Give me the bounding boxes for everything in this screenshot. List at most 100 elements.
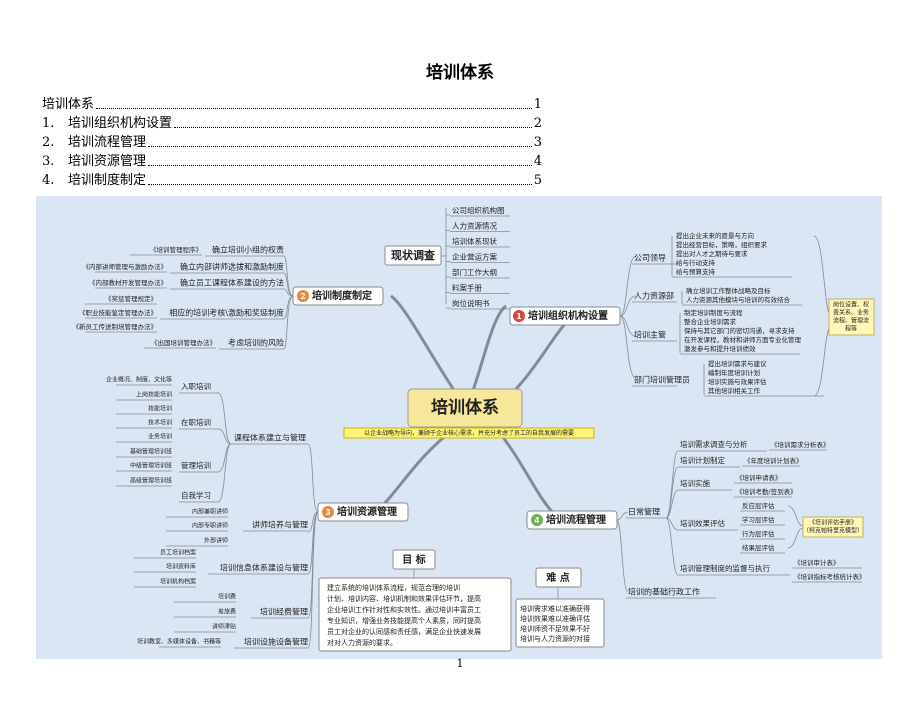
central-label: 培训体系 — [431, 397, 499, 418]
process-item-doc: 《培训考勤/签到表》 — [736, 487, 797, 496]
connector-line — [217, 428, 232, 445]
rules-group-label: 相应的培训考核\激励和奖惩制度 — [169, 308, 284, 318]
branch-line — [494, 427, 558, 518]
course-sub-label: 在职培训 — [181, 417, 211, 427]
resources-label: 培训资源管理 — [337, 505, 397, 518]
survey-item: 公司组织机构图 — [452, 205, 505, 215]
course-sub-item: 高级管理培训班 — [130, 477, 172, 485]
course-sub-label: 自我学习 — [181, 490, 211, 500]
rules-group-label: 确立员工课程体系建设的方法 — [180, 278, 284, 288]
rules-doc: 《培训管理程序》 — [150, 245, 202, 254]
process-label: 培训流程管理 — [546, 513, 606, 526]
process-item-doc: 《培训需求分析表》 — [771, 440, 830, 449]
toc-text: 培训流程管理 — [68, 135, 147, 150]
org-group-item: 保持与其它部门的密切沟通，寻求支持 — [684, 326, 795, 335]
facility-item: 培训教室、多媒体设备、书籍等 — [137, 638, 221, 646]
org-group-item: 整合企业培训需求 — [684, 317, 737, 326]
org-group-item: 提出经营目标，策略，组织要求 — [676, 240, 768, 249]
course-sub-item: 业务培训 — [148, 433, 172, 441]
course-sub-item: 技术培训 — [148, 419, 172, 427]
rules-doc: 《新员工传送制培管理办法》 — [73, 322, 158, 331]
process-item-label: 培训需求调查与分析 — [680, 439, 748, 449]
org-label: 培训组织机构设置 — [528, 309, 608, 322]
budget-item: 差旅费 — [218, 608, 236, 616]
toc-leader — [96, 96, 532, 109]
toc-text: 培训组织机构设置 — [68, 116, 173, 131]
toc-page: 2 — [533, 116, 542, 131]
connector-line — [787, 527, 804, 549]
org-group-item: 培训实施与效果评估 — [708, 377, 767, 386]
badge-number: 3 — [325, 508, 331, 517]
badge-circle — [297, 290, 309, 302]
toc-leader — [148, 134, 532, 147]
goal-title: 目 标 — [402, 553, 425, 566]
process-daily-label: 日常管理 — [628, 507, 660, 517]
process-item-label: 培训管理制度的监督与执行 — [680, 563, 770, 573]
connector-line — [787, 505, 804, 527]
org-note-line: 岗位设置、权 — [833, 301, 869, 309]
org-group-item: 其他培训相关工作 — [708, 386, 761, 395]
toc-leader — [148, 153, 532, 166]
connector-line — [665, 466, 679, 519]
process-item-doc: 《培训指标考核统计表》 — [794, 572, 866, 581]
process-item-label: 培训实施 — [680, 478, 710, 488]
course-sub-item: 企业概况、制度、文化等 — [106, 376, 172, 384]
survey-item: 企业营运方案 — [452, 252, 497, 262]
toc-entry[interactable]: 1. 培训组织机构设置 2 — [42, 115, 542, 133]
connector-line — [616, 511, 629, 521]
connector-line — [307, 511, 319, 649]
connector-line — [619, 255, 637, 317]
connector-line — [217, 443, 232, 503]
badge-circle — [322, 506, 334, 518]
budget-item: 培训费 — [218, 593, 236, 601]
toc-number: 1. — [42, 116, 55, 131]
budget-label: 培训经费管理 — [260, 607, 308, 617]
org-group-item: 在开发课程，教材和讲师方面专业化管理 — [684, 335, 802, 344]
rules-doc: 《出国培训管理办法》 — [151, 338, 216, 347]
course-sub-item: 中级管理培训班 — [130, 462, 172, 470]
process-item-doc: 《培训审计表》 — [794, 558, 840, 567]
process-item-doc: 《培训申请表》 — [736, 473, 782, 482]
connector-line — [665, 517, 679, 531]
rules-doc: 《内部讲师管理与激励办法》 — [83, 262, 168, 271]
toc-number: 2. — [42, 135, 55, 150]
org-group-item: 人力资源其他模块与培训的有效结合 — [686, 295, 791, 304]
org-group-item: 激发参与和提升培训绩效 — [684, 344, 756, 353]
lecturer-item: 内部兼职讲师 — [192, 508, 228, 516]
org-group-label: 公司领导 — [634, 253, 666, 263]
org-group-label: 人力资源部 — [634, 291, 674, 301]
survey-item: 岗位说明书 — [452, 298, 490, 308]
rules-doc: 《奖惩管理规定》 — [105, 294, 157, 303]
badge-number: 1 — [516, 312, 522, 321]
goal-text-line: 员工对企业的认同感和责任感，满足企业快速发展 — [327, 627, 481, 636]
goal-text-line: 专业知识，增强业务技能提高个人素质，同时提高 — [327, 616, 481, 625]
rules-doc: 《内部教材开发管理办法》 — [89, 278, 167, 287]
org-note-line: 责关系、业务 — [833, 309, 869, 317]
goal-text-line: 企业培训工作针对性和实效性。通过培训丰富员工 — [327, 605, 481, 614]
lecturer-item: 外部讲师 — [204, 537, 228, 545]
rules-group-label: 确立培训小组的权责 — [212, 245, 284, 255]
toc-text: 培训资源管理 — [68, 154, 147, 169]
toc-page: 5 — [533, 173, 542, 188]
difficulty-text-line: 培训与人力资源的对接 — [520, 634, 590, 643]
lecturer-item: 内部专职讲师 — [192, 522, 228, 530]
survey-item: 培训体系现状 — [452, 236, 497, 246]
process-item-label: 培训效果评估 — [680, 518, 725, 528]
budget-item: 讲师津贴 — [212, 623, 236, 631]
course-sub-label: 入职培训 — [181, 381, 211, 391]
org-group-item: 编制年度培训计划 — [708, 368, 760, 377]
badge-number: 2 — [300, 292, 306, 301]
course-sub-label: 管理培训 — [181, 460, 211, 470]
rules-group-label: 考虑培训的风险 — [228, 338, 284, 348]
connector-line — [619, 295, 637, 317]
document-title: 培训体系 — [426, 63, 494, 83]
process-item-label: 培训计划制定 — [680, 455, 725, 465]
connector-line — [307, 443, 319, 513]
process-item-doc: 反应层评估 — [742, 501, 775, 510]
badge-circle — [513, 310, 525, 322]
course-sub-item: 技能培训 — [148, 405, 172, 413]
